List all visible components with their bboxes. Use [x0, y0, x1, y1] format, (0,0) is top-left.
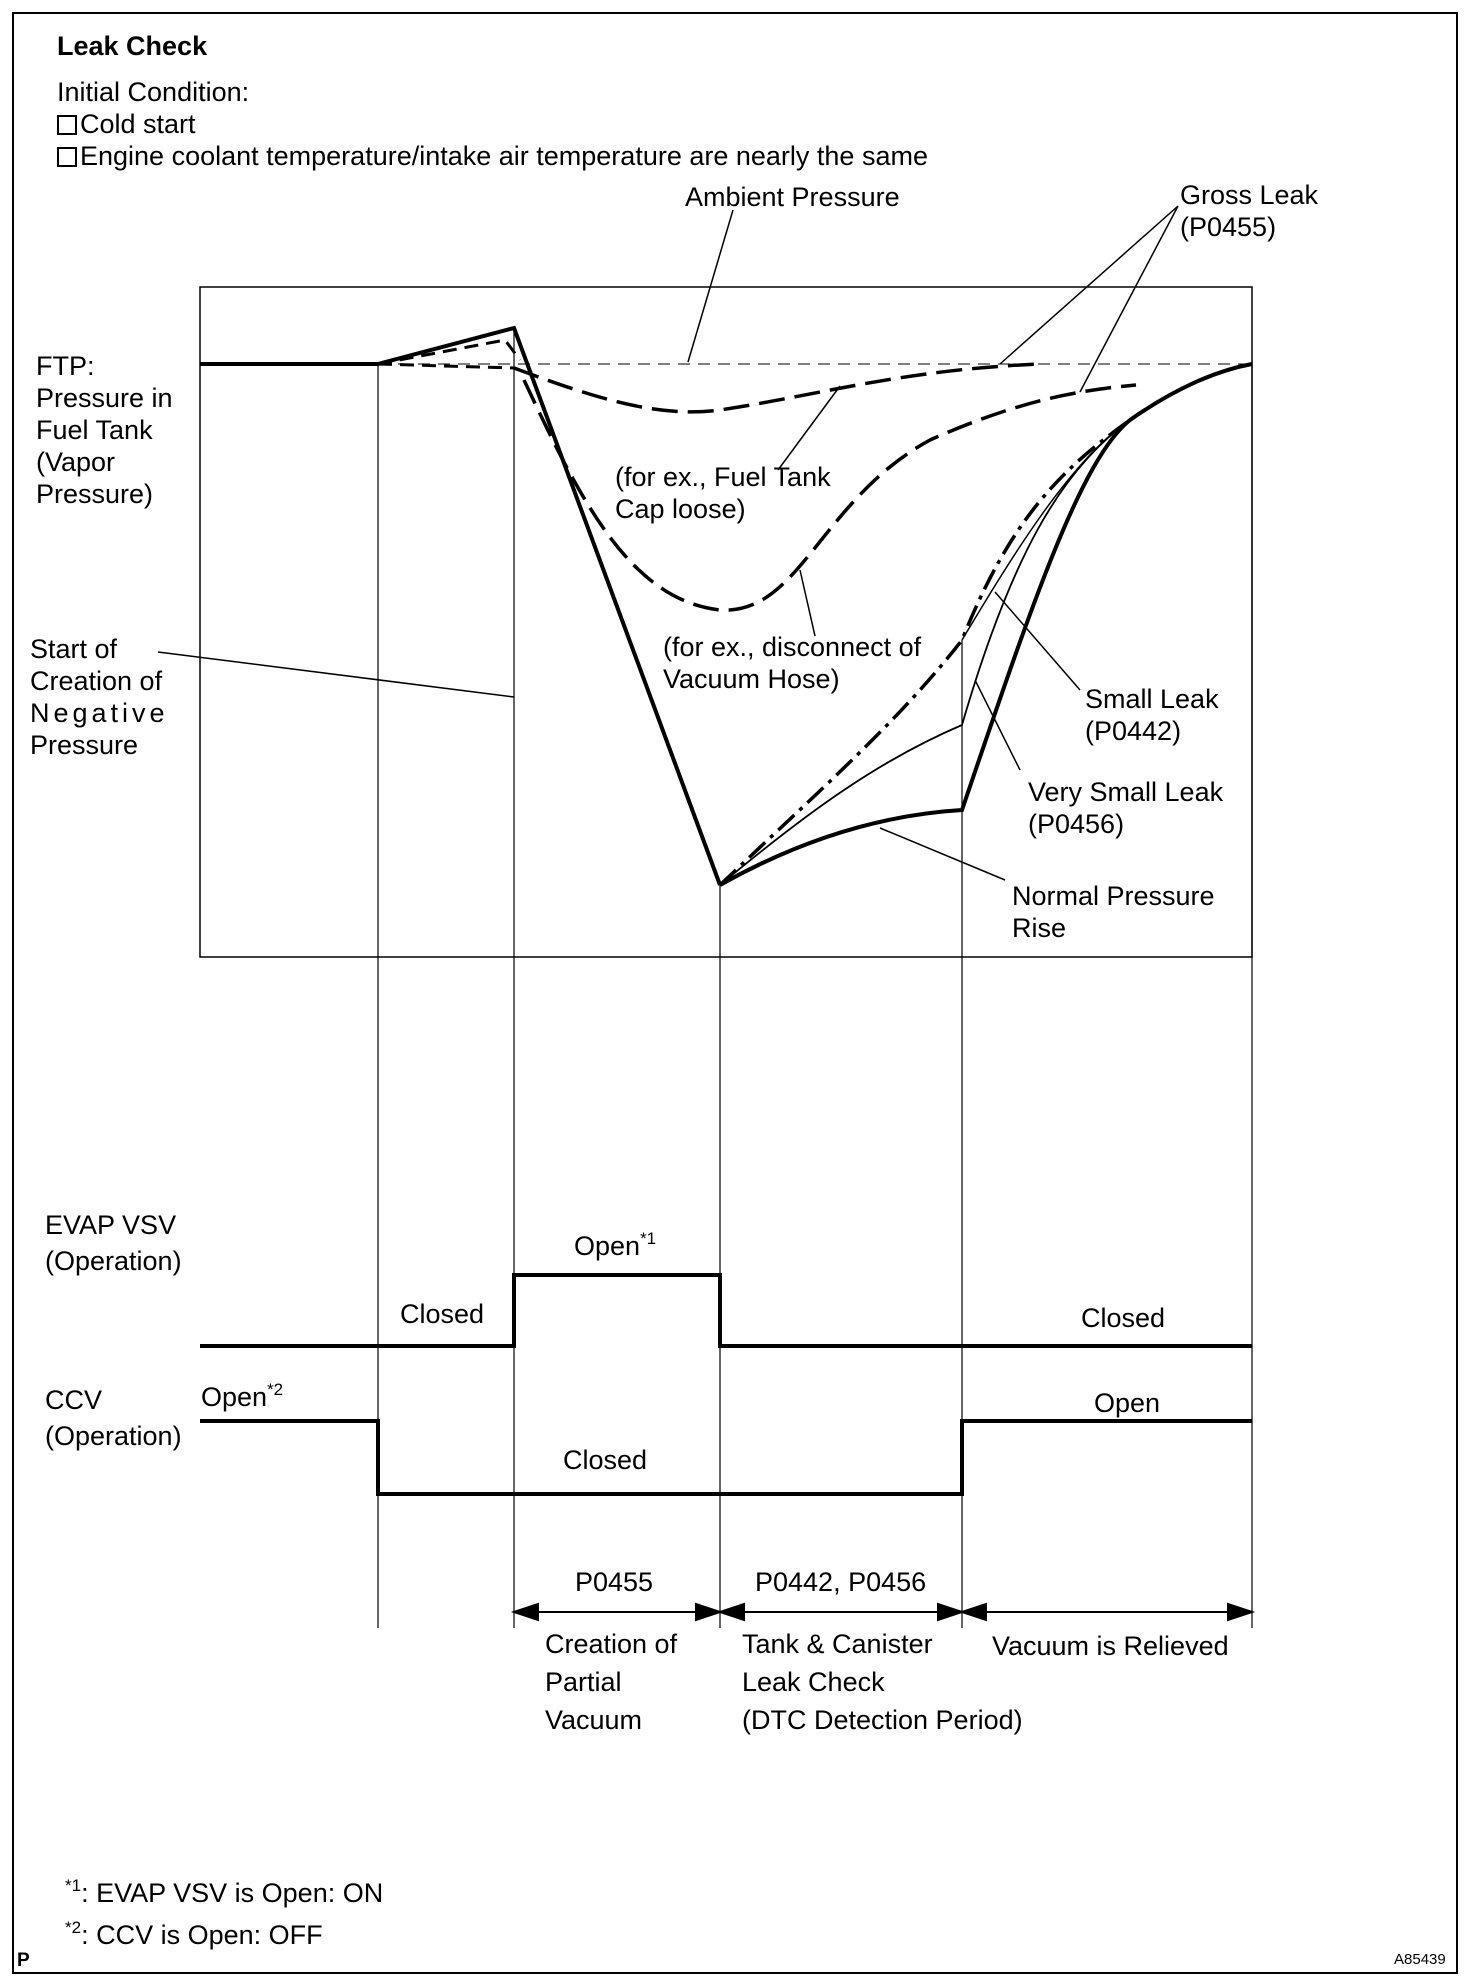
- ccv-label-2: (Operation): [45, 1421, 182, 1451]
- normal-pressure-rise: [719, 362, 1253, 887]
- period-2-desc-1: Tank & Canister: [742, 1629, 933, 1659]
- ftp-label-4: (Vapor: [36, 447, 116, 477]
- very-small-leak-code: (P0456): [1028, 809, 1125, 839]
- figure-frame: [12, 12, 1458, 1974]
- checkbox-icon: [57, 115, 77, 135]
- vacuum-hose-label-2: Vacuum Hose): [663, 664, 840, 694]
- normal-pressure-curve: [200, 325, 722, 886]
- footnote-1: *1: EVAP VSV is Open: ON: [65, 1876, 384, 1908]
- ftp-label-2: Pressure in: [36, 383, 173, 413]
- spike-dashed: [377, 338, 522, 366]
- normal-pressure-label-2: Rise: [1012, 913, 1067, 943]
- period-1-code: P0455: [575, 1567, 654, 1597]
- ccv-signal: [200, 1419, 1252, 1496]
- ambient-pressure-label: Ambient Pressure: [685, 182, 900, 212]
- initial-condition-item-1: Cold start: [57, 108, 196, 140]
- ccv-open-left-label: Open*2: [201, 1380, 284, 1412]
- period-1-desc-1: Creation of: [545, 1629, 678, 1659]
- very-small-leak-curve: [719, 419, 1131, 886]
- start-label-3: Negative: [30, 698, 169, 728]
- gross-leak-cap-curve: [513, 362, 1041, 414]
- leader-lines: [157, 205, 1179, 881]
- start-label-4: Pressure: [30, 730, 139, 760]
- ccv-open-right-label: Open: [1094, 1388, 1161, 1418]
- period-2-code: P0442, P0456: [755, 1567, 927, 1597]
- gross-leak-code: (P0455): [1180, 212, 1277, 242]
- figure-id: A85439: [1394, 1951, 1446, 1968]
- phase-lines: [377, 330, 1253, 1628]
- cap-loose-label-1: (for ex., Fuel Tank: [615, 462, 831, 492]
- vacuum-hose-label-1: (for ex., disconnect of: [663, 632, 922, 662]
- ccv-closed-label: Closed: [563, 1445, 648, 1475]
- small-leak-label: Small Leak: [1085, 684, 1219, 714]
- period-2-desc-3: (DTC Detection Period): [742, 1705, 1023, 1735]
- start-label-2: Creation of: [30, 666, 163, 696]
- ccv-label-1: CCV: [45, 1385, 103, 1415]
- start-label-1: Start of: [30, 634, 118, 664]
- evap-vsv-label-1: EVAP VSV: [45, 1210, 177, 1240]
- ftp-label-3: Fuel Tank: [36, 415, 153, 445]
- period-1-desc-2: Partial: [545, 1667, 622, 1697]
- footnote-2: *2: CCV is Open: OFF: [65, 1918, 323, 1950]
- spike-dashed-2: [377, 362, 515, 370]
- period-arrows: [510, 1602, 1256, 1622]
- small-leak-code: (P0442): [1085, 716, 1182, 746]
- evap-closed-left-label: Closed: [400, 1299, 485, 1329]
- ftp-label-1: FTP:: [36, 351, 95, 381]
- evap-open-label: Open*1: [574, 1229, 657, 1261]
- ftp-label-5: Pressure): [36, 479, 154, 509]
- diagram-title: Leak Check: [57, 31, 208, 61]
- checkbox-icon: [57, 147, 77, 167]
- period-3-desc: Vacuum is Relieved: [992, 1631, 1229, 1661]
- corner-mark-left: P: [17, 1950, 30, 1971]
- cap-loose-label-2: Cap loose): [615, 494, 746, 524]
- graph-box: [199, 286, 1253, 958]
- evap-closed-right-label: Closed: [1081, 1303, 1166, 1333]
- relief-thin-curve: [961, 419, 1131, 641]
- initial-condition-item-2: Engine coolant temperature/intake air te…: [57, 140, 928, 172]
- initial-condition-label: Initial Condition:: [57, 77, 250, 107]
- gross-leak-hose-curve: [522, 379, 1137, 612]
- very-small-leak-label: Very Small Leak: [1028, 777, 1224, 807]
- period-2-desc-2: Leak Check: [742, 1667, 885, 1697]
- evap-vsv-label-2: (Operation): [45, 1246, 182, 1276]
- period-1-desc-3: Vacuum: [545, 1705, 643, 1735]
- normal-pressure-label-1: Normal Pressure: [1012, 881, 1215, 911]
- evap-vsv-signal: [200, 1273, 1252, 1348]
- gross-leak-label: Gross Leak: [1180, 180, 1319, 210]
